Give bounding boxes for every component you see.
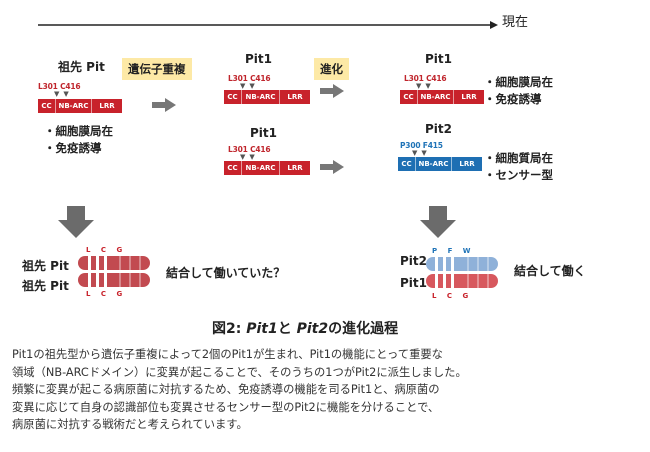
down-arrow-icon — [58, 206, 94, 238]
pit1-evo-features: ・細胞膜局在 ・免疫誘導 — [484, 74, 553, 108]
domain-nb-arc: NB-ARC — [418, 90, 454, 104]
ancestor-features: ・細胞膜局在 ・免疫誘導 — [44, 123, 113, 157]
mutation-label: C416 — [250, 74, 271, 83]
description: Pit1の祖先型から遺伝子重複によって2個のPit1が生まれ、Pit1の機能にと… — [12, 346, 642, 434]
mutation-label: C416 — [250, 145, 271, 154]
domain-nb-arc: NB-ARC — [416, 157, 452, 171]
domain-lrr: LRR — [452, 157, 482, 171]
pit1-dup2-protein: CC NB-ARC LRR — [224, 161, 310, 175]
evolution-tag: 進化 — [314, 58, 349, 80]
description-line: 領域（NB-ARCドメイン）に変異が起こることで、そのうちの1つがPit2に派生… — [12, 365, 467, 379]
domain-lrr: LRR — [92, 99, 122, 113]
dimer-right-bottom-name: Pit1 — [400, 276, 427, 290]
feature-item: ・免疫誘導 — [484, 92, 542, 106]
mutation-label: C416 — [426, 74, 447, 83]
pit2-evo-mutations: P300 F415 — [400, 141, 443, 150]
dimer-right-top-letters: P F W — [432, 247, 475, 255]
dimer-left-bottom-letters: L C G — [86, 290, 127, 298]
domain-lrr: LRR — [280, 90, 310, 104]
feature-item: ・細胞膜局在 — [44, 124, 113, 138]
mutation-label: L301 — [228, 145, 248, 154]
feature-item: ・センサー型 — [484, 168, 553, 182]
description-line: 変異に応じて自身の認識部位も変異させるセンサー型のPit2に機能を分けることで、 — [12, 400, 440, 414]
pit1-dup2-mutations: L301 C416 — [228, 145, 271, 154]
down-arrow-icon — [420, 206, 456, 238]
mutation-label: L301 — [38, 82, 58, 91]
arrow-icon — [152, 98, 176, 112]
pit1-dup-name: Pit1 — [245, 52, 272, 66]
ancestor-name: 祖先 Pit — [58, 60, 105, 74]
pit2-evo-protein: CC NB-ARC LRR — [398, 157, 482, 171]
domain-cc: CC — [224, 90, 242, 104]
caption-gene2: Pit2 — [296, 321, 329, 337]
mutation-markers: ▼▼ — [54, 90, 73, 98]
mutation-label: C416 — [60, 82, 81, 91]
pit1-dup-protein: CC NB-ARC LRR — [224, 90, 310, 104]
pit1-evo-name: Pit1 — [425, 52, 452, 66]
pit1-evo-mutations: L301 C416 — [404, 74, 447, 83]
dimer-left-top-name: 祖先 Pit — [22, 259, 69, 273]
domain-cc: CC — [398, 157, 416, 171]
caption-mid: と — [277, 321, 297, 337]
domain-cc: CC — [38, 99, 56, 113]
dimer-left-top-letters: L C G — [86, 246, 127, 254]
description-line: 頻繁に変異が起こる病原菌に対抗するため、免疫誘導の機能を司るPit1と、病原菌の — [12, 383, 440, 397]
domain-lrr: LRR — [280, 161, 310, 175]
present-label: 現在 — [502, 15, 529, 30]
pit2-evo-features: ・細胞質局在 ・センサー型 — [484, 150, 553, 184]
mutation-markers: ▼▼ — [416, 82, 435, 90]
mutation-label: F415 — [422, 141, 443, 150]
domain-nb-arc: NB-ARC — [242, 161, 280, 175]
arrow-icon — [320, 84, 344, 98]
pit1-evo-protein: CC NB-ARC LRR — [400, 90, 484, 104]
timeline — [38, 16, 498, 29]
ancestor-protein: CC NB-ARC LRR — [38, 99, 122, 113]
dimer-left-bottom-name: 祖先 Pit — [22, 279, 69, 293]
feature-item: ・免疫誘導 — [44, 141, 102, 155]
mutation-markers: ▼▼ — [412, 149, 431, 157]
caption-prefix: 図2: — [212, 321, 247, 337]
ancestor-mutations: L301 C416 — [38, 82, 81, 91]
domain-cc: CC — [400, 90, 418, 104]
dimer-left-question: 結合して働いていた？ — [166, 266, 286, 280]
mutation-markers: ▼▼ — [240, 82, 259, 90]
description-line: Pit1の祖先型から遺伝子重複によって2個のPit1が生まれ、Pit1の機能にと… — [12, 348, 443, 361]
timeline-arrow — [38, 21, 498, 29]
pit1-dup-mutations: L301 C416 — [228, 74, 271, 83]
mutation-label: L301 — [228, 74, 248, 83]
figure-caption: 図2: Pit1と Pit2の進化過程 — [212, 318, 398, 338]
feature-item: ・細胞質局在 — [484, 151, 553, 165]
dimer-left-graphic — [78, 256, 150, 287]
description-line: 病原菌に対抗する戦術だと考えられています。 — [12, 418, 248, 432]
domain-nb-arc: NB-ARC — [242, 90, 280, 104]
arrow-icon — [320, 160, 344, 174]
caption-gene1: Pit1 — [246, 321, 278, 337]
pit1-dup2-name: Pit1 — [250, 126, 277, 140]
dimer-right-statement: 結合して働く — [514, 264, 586, 278]
duplication-tag: 遺伝子重複 — [122, 58, 192, 80]
domain-nb-arc: NB-ARC — [56, 99, 92, 113]
mutation-label: L301 — [404, 74, 424, 83]
dimer-right-top-name: Pit2 — [400, 254, 427, 268]
dimer-right-bottom-letters: L C G — [432, 292, 473, 300]
domain-lrr: LRR — [454, 90, 484, 104]
mutation-label: P300 — [400, 141, 421, 150]
mutation-markers: ▼▼ — [240, 153, 259, 161]
feature-item: ・細胞膜局在 — [484, 75, 553, 89]
domain-cc: CC — [224, 161, 242, 175]
caption-suffix: の進化過程 — [328, 321, 399, 337]
dimer-right-graphic — [426, 257, 498, 288]
pit2-evo-name: Pit2 — [425, 122, 452, 136]
